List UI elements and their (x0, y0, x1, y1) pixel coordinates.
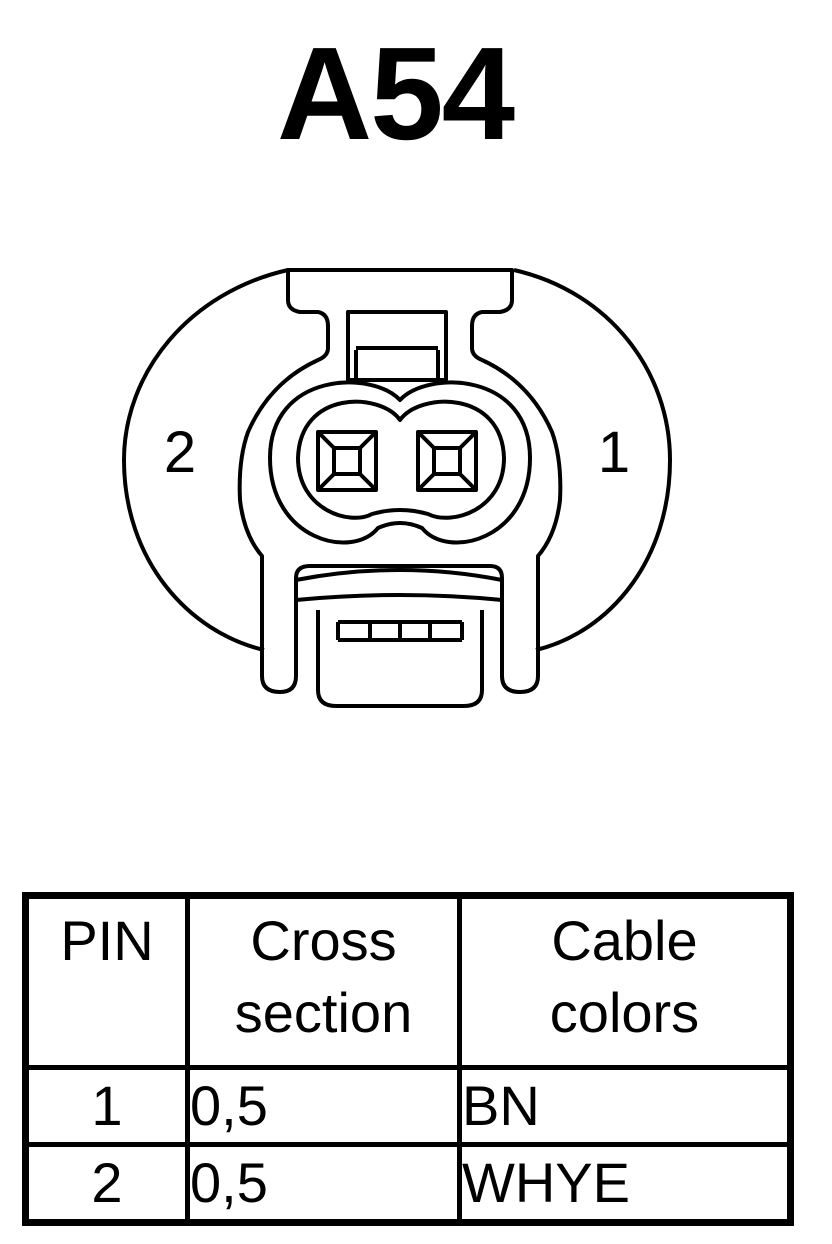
pin-1-contact-inner (432, 446, 462, 476)
cell-cable-color: BN (457, 1065, 793, 1147)
inner-frame (346, 310, 448, 382)
cell-cable-color: WHYE (457, 1142, 793, 1225)
header-pin: PIN (23, 893, 190, 1070)
cell-pin: 2 (23, 1142, 190, 1225)
inner-frame-sides (354, 350, 440, 380)
pin-1-contact (416, 430, 478, 492)
latch-teeth (336, 620, 464, 642)
connector-face-diagram: 2 1 (122, 268, 672, 708)
cell-pin: 1 (23, 1065, 190, 1147)
latch-window (294, 568, 504, 602)
housing-outline-right (513, 268, 672, 652)
header-cross-section: Cross section (185, 893, 462, 1070)
pin-label-left: 2 (164, 420, 196, 485)
pin-2-contact-inner (332, 446, 362, 476)
cell-cross-section: 0,5 (185, 1142, 462, 1225)
table-row: 1 0,5 BN (23, 1065, 793, 1147)
header-cable-colors: Cable colors (457, 893, 793, 1070)
housing-outline (122, 268, 289, 652)
pin-assignment-table: PIN Cross section Cable colors 1 0,5 BN … (22, 892, 794, 1226)
latch-key (316, 610, 484, 708)
latch-tab (237, 268, 563, 694)
pin-2-contact (316, 430, 378, 492)
contact-chamber-outer (268, 380, 532, 545)
table-header-row: PIN Cross section Cable colors (23, 893, 793, 1070)
connector-title: A54 (276, 20, 515, 167)
table-row: 2 0,5 WHYE (23, 1142, 793, 1225)
contact-chamber (296, 399, 506, 520)
cell-cross-section: 0,5 (185, 1065, 462, 1147)
pin-label-right: 1 (598, 420, 630, 485)
